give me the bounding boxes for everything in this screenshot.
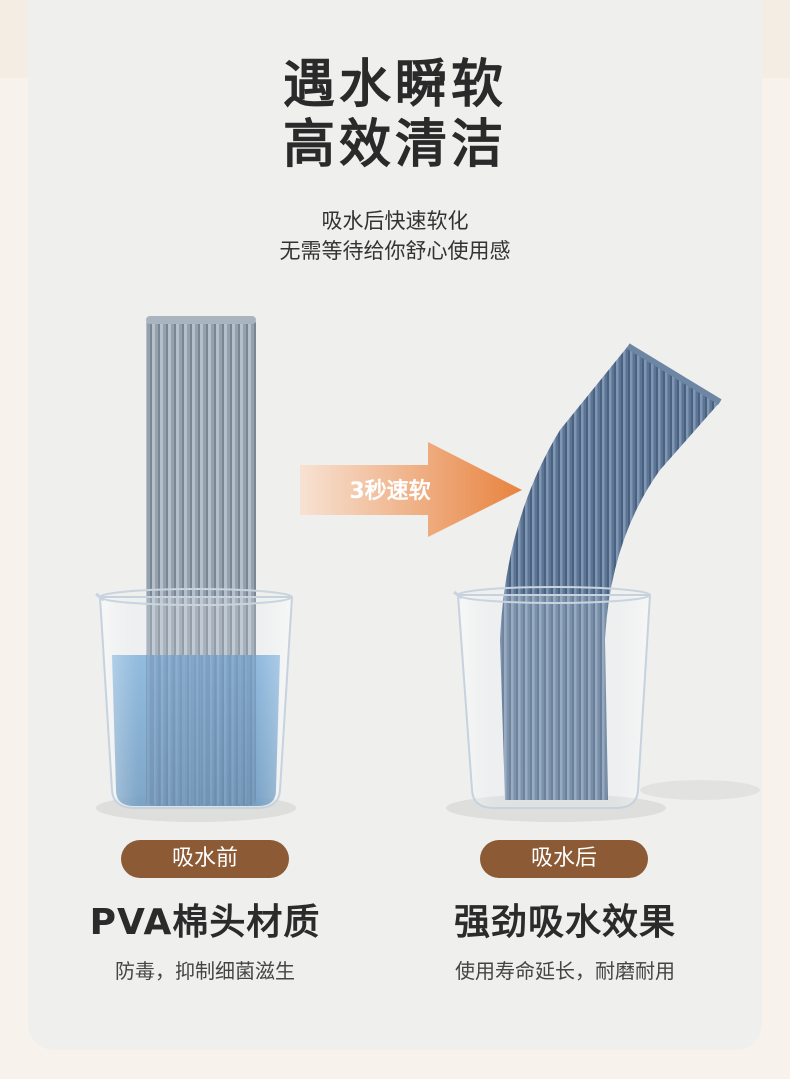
before-title: PVA棉头材质	[89, 902, 321, 943]
after-title: 强劲吸水效果	[453, 902, 676, 943]
headline-line-2: 高效清洁	[282, 115, 507, 175]
after-description: 使用寿命延长，耐磨耐用	[455, 959, 675, 983]
after-badge: 吸水后	[480, 840, 648, 878]
beaker-after	[446, 343, 760, 822]
transition-arrow	[300, 442, 522, 537]
beaker-before	[95, 316, 296, 822]
subtitle-line-2: 无需等待给你舒心使用感	[279, 239, 511, 263]
subtitle-line-1: 吸水后快速软化	[321, 209, 469, 233]
before-badge: 吸水前	[121, 840, 289, 878]
before-description: 防毒，抑制细菌滋生	[115, 959, 295, 983]
headline-line-1: 遇水瞬软	[282, 55, 507, 115]
arrow-label: 3秒速软	[349, 478, 430, 504]
comparison-illustration: 3秒速软	[95, 316, 760, 822]
